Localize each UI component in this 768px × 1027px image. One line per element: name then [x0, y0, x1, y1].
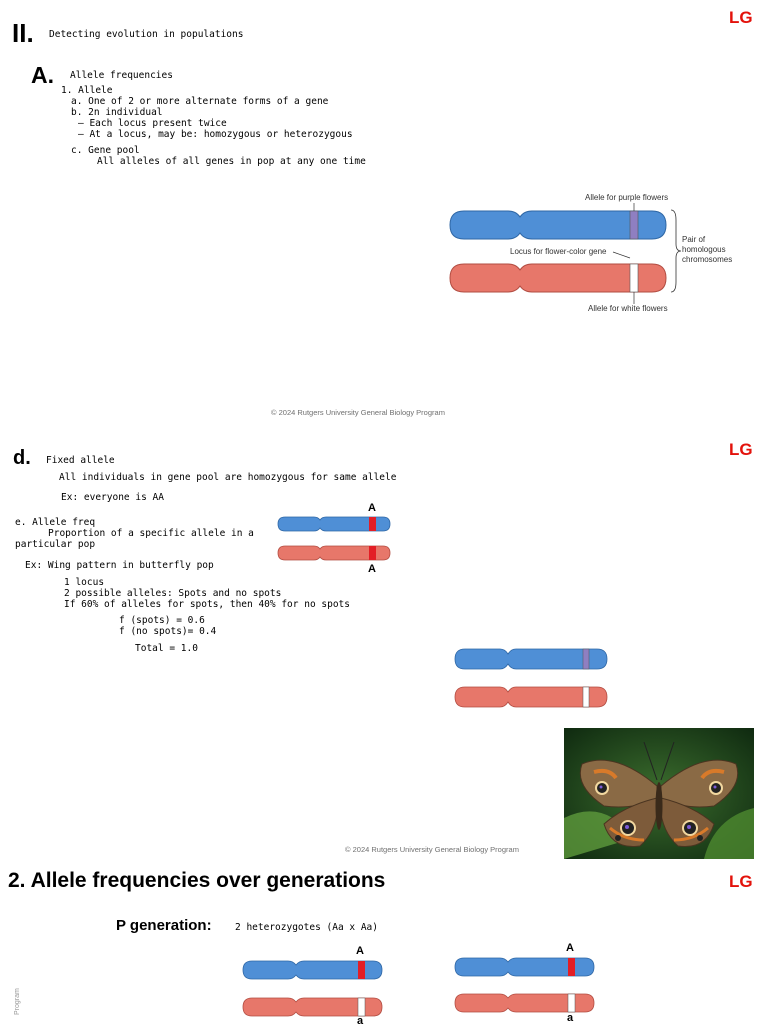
chromosome-blue: [449, 210, 667, 240]
wing-allele-chromosomes: [454, 648, 608, 708]
section-roman-numeral: II.: [12, 18, 34, 48]
purple-allele-band: [582, 648, 590, 670]
allele-label: a: [357, 1015, 364, 1027]
purple-allele-label: Allele for purple flowers: [585, 193, 669, 202]
outline-item: b. 2n individual: [71, 107, 163, 118]
homologous-chromosomes-figure: [449, 203, 682, 304]
slide-title: Detecting evolution in populations: [49, 29, 244, 40]
p-generation-label: P generation:: [116, 917, 212, 934]
chromosome-red: [277, 545, 391, 561]
heterozygote-right: [454, 957, 595, 1013]
body-text: f (no spots)= 0.4: [119, 626, 217, 637]
lg-badge: LG: [729, 440, 753, 459]
body-text: e. Allele freq: [15, 517, 96, 528]
homologous-pair-label: Pair of homologous chromosomes: [682, 235, 733, 264]
aa-chromosomes-figure: [277, 516, 391, 561]
lg-badge: LG: [729, 8, 753, 27]
section-letter: d.: [13, 447, 31, 469]
p-generation-desc: 2 heterozygotes (Aa x Aa): [235, 922, 378, 933]
chromosome-red: [449, 263, 667, 293]
outline-item: All alleles of all genes in pop at any o…: [97, 156, 366, 167]
white-allele-band: [629, 263, 639, 293]
body-text: f (spots) = 0.6: [119, 615, 205, 626]
allele-label: A: [566, 942, 574, 954]
outline-item: a. One of 2 or more alternate forms of a…: [71, 96, 329, 107]
white-allele-band: [567, 993, 576, 1013]
locus-label: Locus for flower-color gene: [510, 247, 607, 256]
red-allele-band: [358, 961, 365, 979]
red-allele-band: [568, 958, 575, 976]
red-allele-band: [369, 546, 376, 560]
lg-badge: LG: [729, 872, 753, 891]
body-text: Proportion of a specific allele in a: [48, 528, 254, 539]
chromosome-red: [454, 686, 608, 708]
section-title: Allele frequencies: [70, 70, 173, 81]
white-allele-band: [357, 997, 366, 1017]
body-text: All individuals in gene pool are homozyg…: [59, 472, 397, 483]
outline-item: – Each locus present twice: [78, 118, 227, 129]
body-text: Total = 1.0: [135, 643, 198, 654]
allele-label: A: [356, 945, 364, 957]
red-allele-band: [369, 517, 376, 531]
slide-title: 2. Allele frequencies over generations: [8, 869, 386, 892]
chromosome-blue: [454, 957, 595, 977]
allele-label: a: [567, 1012, 574, 1024]
white-allele-band: [582, 686, 590, 708]
body-text: 2 possible alleles: Spots and no spots: [64, 588, 282, 599]
chromosome-red: [454, 993, 595, 1013]
chromosome-red: [242, 997, 383, 1017]
butterfly-photo: [564, 728, 754, 859]
body-text: Ex: Wing pattern in butterfly pop: [25, 560, 214, 571]
white-allele-label: Allele for white flowers: [588, 304, 668, 313]
heterozygote-left: [242, 960, 383, 1017]
purple-allele-band: [629, 210, 639, 240]
pair-bracket: [670, 209, 682, 293]
body-text: 1 locus: [64, 577, 105, 588]
section-title: Fixed allele: [46, 455, 115, 466]
allele-label: A: [368, 502, 376, 514]
chromosome-blue: [277, 516, 391, 532]
outline-item: – At a locus, may be: homozygous or hete…: [78, 129, 353, 140]
section-letter: A.: [31, 62, 54, 88]
allele-label: A: [368, 563, 376, 575]
side-text: Program: [14, 988, 21, 1015]
copyright-footer: © 2024 Rutgers University General Biolog…: [271, 408, 445, 417]
outline-item: c. Gene pool: [71, 145, 140, 156]
outline-item: 1. Allele: [61, 85, 113, 96]
body-text: particular pop: [15, 539, 96, 550]
copyright-footer: © 2024 Rutgers University General Biolog…: [345, 845, 519, 854]
body-text: Ex: everyone is AA: [61, 492, 164, 503]
body-text: If 60% of alleles for spots, then 40% fo…: [64, 599, 350, 610]
chromosome-blue: [454, 648, 608, 670]
chromosome-blue: [242, 960, 383, 980]
